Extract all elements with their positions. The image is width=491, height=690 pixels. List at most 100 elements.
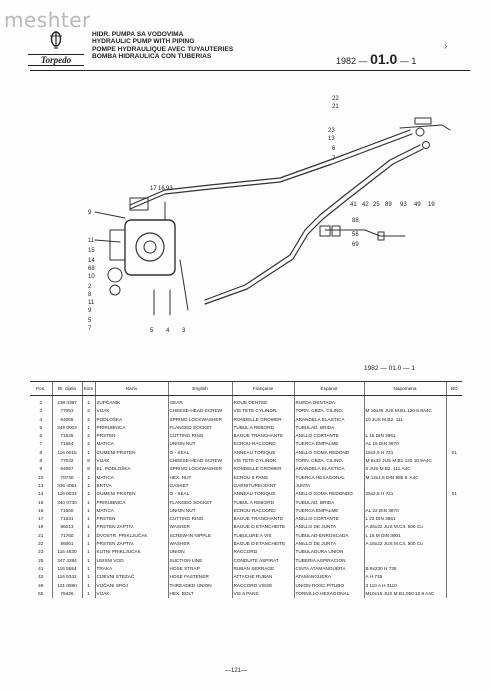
table-cell: PRSTEN ZAPTIV. <box>94 523 168 532</box>
suction-pipe <box>129 129 411 206</box>
table-cell: WASHER <box>167 540 232 549</box>
table-cell: 14 <box>38 491 44 497</box>
table-cell: FLANGED SOCKET <box>167 498 232 507</box>
table-cell: 2 <box>81 407 95 416</box>
table-cell: ANILLO GOMA REDONDO <box>293 490 364 499</box>
table-cell: 71625 <box>51 432 82 441</box>
table-cell: 1 <box>81 573 95 582</box>
callout: 8 <box>88 292 92 298</box>
table-cell: 21 <box>38 532 44 538</box>
table-cell: CONDUITE ASPIRAT <box>231 556 294 565</box>
table-cell: SUCTION LINE <box>167 556 232 565</box>
table-cell: 116 5554 <box>51 564 82 574</box>
callout: 19 <box>428 202 435 208</box>
pump-assembly-drawing: 22 21 23 13 6 7 41 42 25 89 93 49 19 17 … <box>88 96 451 334</box>
table-cell: 1 <box>81 506 95 516</box>
table-cell <box>445 415 462 424</box>
callout: 11 <box>88 300 95 306</box>
table-cell: L 22 DIN 3861 <box>363 515 446 524</box>
table-cell: ANILLO DE JUNTA <box>293 540 364 549</box>
table-cell: BRTVA <box>94 481 168 491</box>
watermark: meshter <box>4 8 91 32</box>
table-cell <box>445 531 462 541</box>
table-cell: 1 <box>81 481 95 491</box>
callout: 17 <box>150 186 157 192</box>
table-cell: TRAKA <box>94 564 168 574</box>
table-cell <box>363 556 446 565</box>
table-cell: EL. PODLOŠKA <box>94 465 168 474</box>
table-cell: 3 <box>39 408 43 414</box>
table-cell: TUBULAD. BRIDA <box>293 423 364 433</box>
table-cell: 1 <box>81 448 95 458</box>
table-cell: ANNEAU TORIQUE <box>231 490 294 499</box>
table-cell: FLANGED SOCKET <box>167 423 232 433</box>
callout: 89 <box>385 202 392 208</box>
table-cell: 1 <box>81 490 95 499</box>
table-cell: 1 <box>81 395 95 408</box>
parts-table: Pos. Br. dijela Kom Naziv English França… <box>30 381 462 599</box>
table-cell: BAGUE D ETANCHEITE <box>231 540 294 549</box>
table-cell: 18x2,5 H 721 <box>363 448 446 458</box>
table-cell: ANILLO GOMA REDOND <box>293 448 364 458</box>
table-cell <box>445 395 462 408</box>
callout: 93 <box>166 186 173 192</box>
table-cell: 1 <box>81 564 95 574</box>
table-cell: 1 <box>81 556 95 565</box>
table-cell: A 26x32 JUS M.C4. 500 Cu <box>363 523 446 532</box>
table-cell <box>445 423 462 433</box>
table-cell: 340 0730 <box>51 498 82 507</box>
table-cell: RACCORD <box>231 548 294 557</box>
table-cell: VIS 6 PANS <box>231 589 294 599</box>
table-cell: L 15 DIN 3861 <box>363 432 446 441</box>
table-cell: O - SEAL <box>167 448 232 458</box>
drawing-callouts: 22 21 23 13 6 7 41 42 25 89 93 49 19 17 … <box>88 96 435 334</box>
pump-body <box>124 219 176 276</box>
table-cell: WASHER <box>167 523 232 532</box>
table-cell: 25 <box>38 557 44 563</box>
table-cell: 116 0015 <box>51 448 82 458</box>
table-cell: 349 0003 <box>51 423 82 433</box>
table-cell: 71631 <box>51 515 82 524</box>
table-cell: CUTTING RING <box>167 432 232 441</box>
table-cell: AL 15 DIN 3870 <box>363 440 446 449</box>
table-cell: BAGUE D ETANCHEITE <box>231 523 294 532</box>
table-cell: VIS TETE CYLINDR. <box>231 457 294 466</box>
table-cell: 116 0033 <box>51 490 82 499</box>
callout: 16 <box>158 186 165 192</box>
table-cell: ZUPČANIK <box>94 395 168 408</box>
table-cell: PRIRUBNICA <box>94 498 168 507</box>
table-cell: 25x2,5 H 721 <box>363 490 446 499</box>
table-cell: 86061 <box>51 540 82 549</box>
table-cell: CIJEVNI STEZAČ <box>94 573 168 582</box>
table-cell: TUERCA HEXAGONAL <box>293 473 364 482</box>
table-cell: 10 <box>38 474 44 480</box>
callout: 14 <box>88 258 95 264</box>
table-cell: HEX. BOLT <box>167 589 232 599</box>
callout: 41 <box>350 202 357 208</box>
table-cell: TUBULAD. BRIDA <box>293 498 364 507</box>
table-cell <box>445 573 462 582</box>
callout: 7 <box>88 326 92 332</box>
callout: 88 <box>352 218 359 224</box>
callout: 69 <box>352 242 359 248</box>
table-cell: 64057 <box>51 465 82 474</box>
table-cell: USISNI VOD <box>94 556 168 565</box>
table-cell: 121 0590 <box>51 581 82 590</box>
table-reference: 1982 — 01.0 — 1 <box>364 365 415 372</box>
callout: 23 <box>328 128 335 134</box>
table-cell: ARANDELA ELASTICA <box>293 465 364 474</box>
table-cell: A H 735 <box>363 573 446 582</box>
table-cell: ATAMANGUERA <box>293 573 364 582</box>
table-cell: 13 <box>38 482 44 488</box>
table-cell: 23 <box>38 549 44 555</box>
table-cell: TUERCA EMPALME <box>293 440 364 449</box>
table-cell: 2 <box>81 415 95 424</box>
